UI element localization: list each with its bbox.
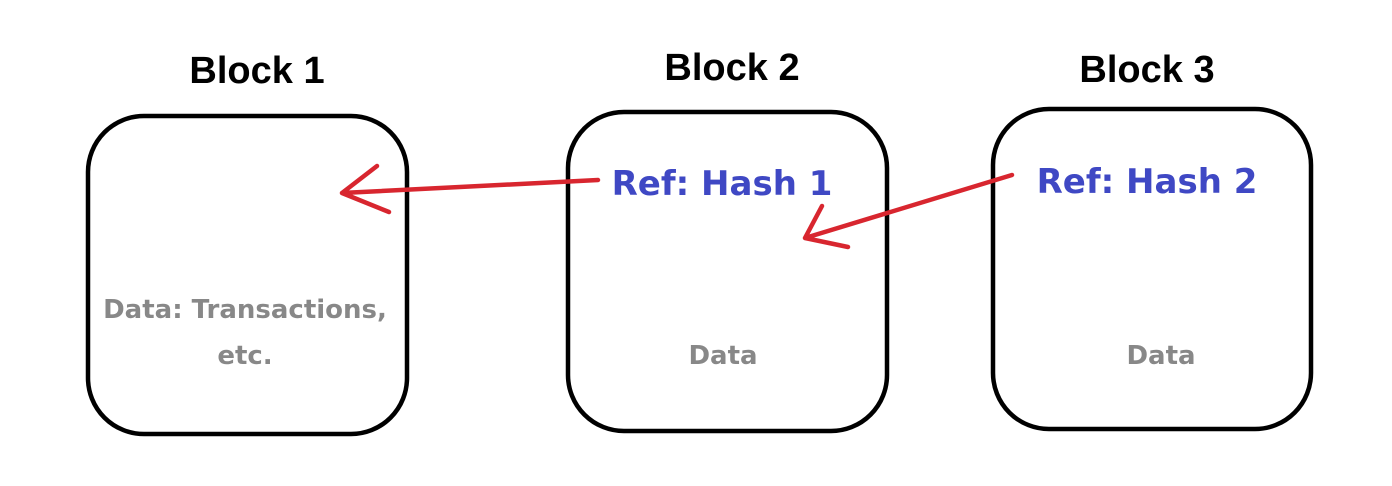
block-3: Block 3 Ref: Hash 2 Data	[990, 49, 1314, 432]
block-1-data-line-1: Data: Transactions,	[103, 295, 387, 325]
block-3-ref: Ref: Hash 2	[1037, 162, 1258, 202]
arrow-block2-to-block1	[339, 163, 601, 215]
block-3-data: Data	[1126, 341, 1195, 371]
arrow-left-icon	[339, 163, 601, 215]
block-3-title: Block 3	[1079, 49, 1214, 91]
arrow-block3-to-block2	[802, 172, 1015, 250]
block-2-ref: Ref: Hash 1	[612, 164, 833, 204]
block-1-box	[85, 113, 410, 437]
block-3-box	[990, 106, 1314, 432]
arrow-down-left-icon	[802, 172, 1015, 250]
block-2-box	[565, 109, 890, 434]
block-2-data: Data	[688, 341, 757, 371]
block-1: Block 1 Data: Transactions, etc.	[85, 50, 410, 437]
block-1-title: Block 1	[189, 50, 324, 92]
block-1-data-line-2: etc.	[217, 341, 272, 371]
block-2: Block 2 Ref: Hash 1 Data	[565, 47, 890, 434]
block-2-title: Block 2	[664, 47, 799, 89]
